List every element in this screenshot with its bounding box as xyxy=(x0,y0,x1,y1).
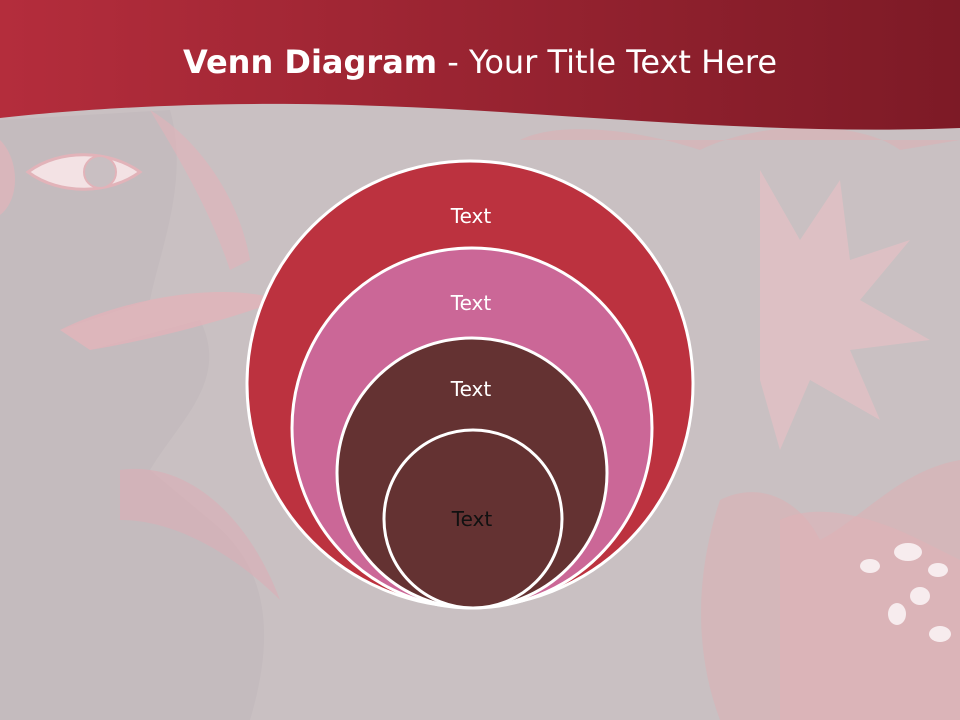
slide-title-bold: Venn Diagram xyxy=(182,43,438,81)
circle-second-label: Text xyxy=(450,291,492,315)
slide-title: Venn Diagram - Your Title Text Here xyxy=(0,38,960,86)
circle-outer-label: Text xyxy=(450,204,492,228)
venn-diagram: Text Text Text Text xyxy=(245,159,695,610)
circle-inner-label: Text xyxy=(451,507,493,531)
title-bar xyxy=(0,0,960,130)
slide-title-rest: - Your Title Text Here xyxy=(437,43,778,81)
circle-inner[interactable] xyxy=(382,428,564,610)
circle-third-label: Text xyxy=(450,377,492,401)
